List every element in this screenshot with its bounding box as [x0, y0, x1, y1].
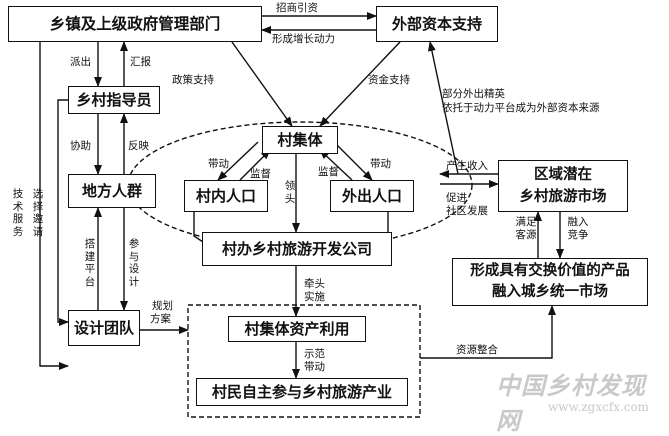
diagram-canvas: 乡镇及上级政府管理部门 外部资本支持 乡村指导员 村集体 地方人群 村内人口 外… — [8, 2, 650, 435]
label-demo-line2: 带动 — [304, 361, 325, 373]
arrow-policy-support — [231, 41, 293, 127]
label-supervise-right: 监督 — [318, 166, 339, 178]
village-collective-box: 村集体 — [262, 126, 338, 154]
township-gov-box: 乡镇及上级政府管理部门 — [8, 6, 262, 42]
arrow-collective-drive-out — [333, 141, 373, 181]
label-lead: 领头 — [284, 180, 296, 205]
arrow-in-supervise-collective — [239, 149, 271, 181]
label-supervise-left: 监督 — [250, 168, 271, 180]
label-select-invite: 选择邀请 — [32, 188, 44, 238]
arrow-elite-to-capital — [427, 41, 459, 175]
villager-participation-box: 村民自主参与乡村旅游产业 — [196, 378, 408, 406]
label-elite-line2: 依托于动力平台成为外部资本来源 — [442, 102, 600, 114]
arrow-capital-support — [319, 41, 401, 127]
label-resource-integration: 资源整合 — [456, 344, 498, 356]
label-plan-line2: 方案 — [150, 313, 171, 325]
local-people-box: 地方人群 — [68, 174, 156, 208]
in-village-pop-box: 村内人口 — [184, 180, 268, 212]
label-participate-design: 参与设计 — [128, 238, 140, 288]
label-tech-service: 技术服务 — [12, 188, 24, 238]
label-drive-left: 带动 — [208, 158, 229, 170]
label-dispatch: 派出 — [70, 56, 91, 68]
arrow-collective-drive-in — [217, 141, 259, 181]
label-growth-power: 形成增长动力 — [272, 33, 335, 45]
label-generate-income: 产生收入 — [446, 160, 488, 172]
label-meet-demand: 满足客源 — [515, 216, 537, 241]
label-report: 汇报 — [130, 56, 151, 68]
arrow-tech-service — [39, 42, 69, 370]
arrow-resource-integration — [420, 305, 556, 359]
industry-dashed-frame — [187, 304, 421, 418]
label-feedback: 反映 — [128, 140, 149, 152]
regional-market-box: 区域潜在 乡村旅游市场 — [498, 160, 628, 212]
label-elite-line1: 部分外出精英 — [442, 88, 505, 100]
product-line1: 形成具有交换价值的产品 — [470, 263, 630, 279]
label-build-platform: 搭建平台 — [84, 238, 96, 288]
label-policy-support: 政策支持 — [172, 74, 214, 86]
label-capital-support: 资金支持 — [368, 74, 410, 86]
arrow-out-supervise-collective — [319, 149, 353, 181]
label-investment: 招商引资 — [276, 2, 318, 14]
watermark-cn: 中国乡村发现网 — [496, 371, 646, 435]
connector-layer — [39, 12, 564, 418]
label-plan-line1: 规划 — [152, 300, 173, 312]
regional-market-line1: 区域潜在 — [534, 167, 592, 183]
label-promote-line1: 促进 — [446, 192, 467, 204]
label-lead-impl-line1: 牵头 — [304, 278, 325, 290]
product-market-box: 形成具有交换价值的产品 融入城乡统一市场 — [452, 258, 648, 306]
label-integrate-compete: 融入竞争 — [567, 216, 589, 241]
asset-use-box: 村集体资产利用 — [228, 316, 366, 342]
village-guide-box: 乡村指导员 — [68, 86, 160, 114]
external-capital-box: 外部资本支持 — [376, 6, 498, 42]
product-line2: 融入城乡统一市场 — [492, 284, 608, 300]
label-drive-right: 带动 — [370, 158, 391, 170]
regional-market-line2: 乡村旅游市场 — [519, 189, 607, 205]
label-assist: 协助 — [70, 140, 91, 152]
design-team-box: 设计团队 — [68, 310, 140, 346]
label-promote-line2: 社区发展 — [446, 205, 488, 217]
outflow-pop-box: 外出人口 — [330, 180, 414, 212]
label-lead-impl-line2: 实施 — [304, 291, 325, 303]
arrow-select-invite — [57, 99, 69, 326]
watermark-url: www.zgxcfx.com — [548, 400, 650, 414]
label-demo-line1: 示范 — [304, 348, 325, 360]
village-company-box: 村办乡村旅游开发公司 — [202, 232, 392, 266]
